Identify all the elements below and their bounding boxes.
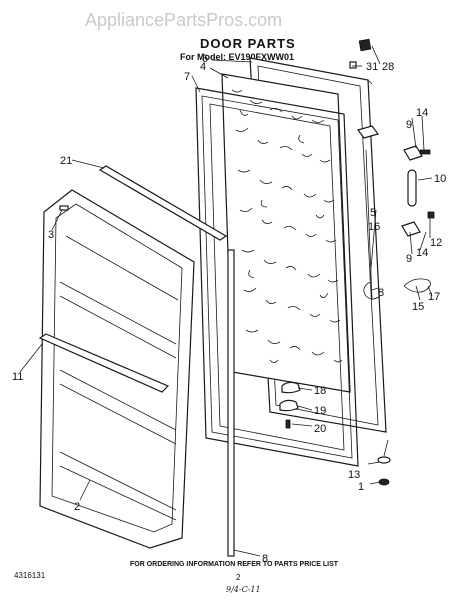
callout-1: 1 [358,481,364,493]
callout-5: 5 [370,207,376,219]
door-shelf-bar [38,333,170,393]
callout-9-bottom: 9 [406,253,412,265]
leveling-legs [377,456,391,486]
callout-13: 13 [348,469,360,481]
callout-11: 11 [12,371,23,383]
page-number: 2 [236,573,241,582]
model-number: For Model: EV190FXWW01 [180,52,294,62]
callout-10: 10 [434,173,446,185]
door-gasket [195,87,359,467]
callout-21: 21 [60,155,72,167]
leader-lines [19,45,433,557]
callout-18: 18 [314,385,326,397]
callout-12: 12 [430,237,442,249]
handwritten-note: 9/4-C-11 [226,585,261,594]
callout-16: 16 [368,221,380,233]
diagram-title: DOOR PARTS [200,36,296,51]
callout-28: 28 [382,61,394,73]
top-hinge-cover [349,38,372,69]
door-stop-parts [279,381,301,429]
callout-2: 2 [74,501,80,513]
callout-20: 20 [314,423,326,435]
part-number: 4316131 [14,571,46,580]
callout-17: 17 [428,291,440,303]
watermark-text: AppliancePartsPros.com [85,10,282,30]
top-strip [98,165,228,241]
callout-8: 8 [262,553,268,565]
callout-3: 3 [48,229,54,241]
door-screw [59,205,69,211]
callout-7: 7 [184,71,190,83]
callout-19: 19 [314,405,326,417]
callout-4: 4 [200,61,206,73]
callout-9-top: 9 [406,119,412,131]
ordering-note: FOR ORDERING INFORMATION REFER TO PARTS … [130,561,339,568]
callout-31: 31 [366,61,378,73]
callout-6: 6 [202,53,208,65]
callout-14-bottom: 14 [416,247,428,259]
insulation-panel [221,73,351,393]
callout-8-hinge: 8 [378,287,384,299]
callout-15: 15 [412,301,424,313]
breaker-strip [227,249,235,557]
hinge-assembly [356,125,435,301]
callout-14-top: 14 [416,107,428,119]
